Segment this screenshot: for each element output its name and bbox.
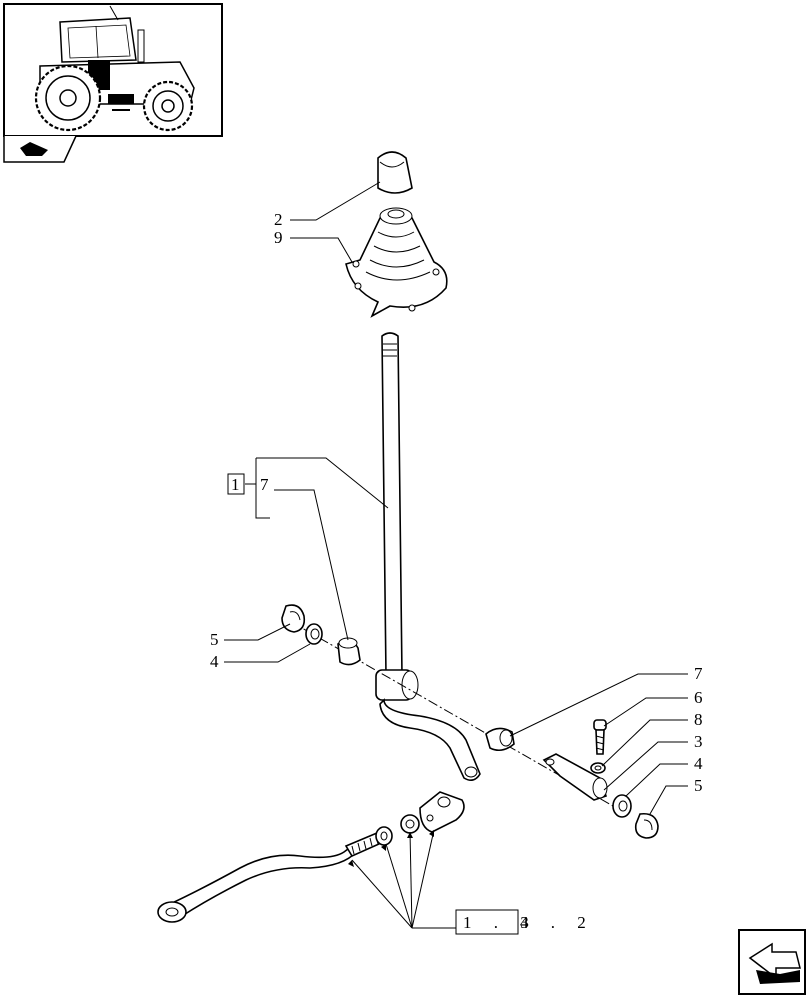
clip-left xyxy=(281,604,306,633)
callout-9: 9 xyxy=(274,228,283,247)
bushing-right xyxy=(485,727,515,752)
washer-right xyxy=(612,794,632,818)
exit-arrow-icon[interactable] xyxy=(738,929,806,995)
gear-knob xyxy=(377,151,413,194)
callout-6: 6 xyxy=(694,688,703,707)
washer-small xyxy=(590,762,606,774)
reference-link[interactable]: 1 . 3 4 . 2 xyxy=(455,909,595,935)
callout-1-box xyxy=(227,473,245,495)
callout-5-left: 5 xyxy=(210,630,219,649)
callout-labels: 2 9 1 7 5 4 7 6 8 3 4 5 xyxy=(210,210,703,795)
callout-4-left: 4 xyxy=(210,652,219,671)
callout-3: 3 xyxy=(694,732,703,751)
gear-lever xyxy=(375,332,481,782)
callout-7-right: 7 xyxy=(694,664,703,683)
linkage-rod xyxy=(157,791,465,923)
tractor-thumbnail-icon[interactable] xyxy=(3,3,223,137)
bushing-left xyxy=(337,637,361,666)
leader-lines xyxy=(224,181,688,929)
lever-boot xyxy=(345,207,448,318)
reference-boxed: 1 . 3 xyxy=(463,913,538,932)
bolt xyxy=(593,719,607,755)
callout-4-right: 4 xyxy=(694,754,703,773)
pin-bracket xyxy=(542,753,608,801)
callout-7-left: 7 xyxy=(260,475,269,494)
washer-left xyxy=(305,623,323,645)
callout-5-right: 5 xyxy=(694,776,703,795)
clip-right xyxy=(634,812,659,839)
callout-2: 2 xyxy=(274,210,283,229)
book-tab-icon xyxy=(3,135,77,163)
callout-1: 1 xyxy=(231,475,240,494)
callout-8: 8 xyxy=(694,710,703,729)
reference-suffix: 4 . 2 xyxy=(520,913,595,932)
